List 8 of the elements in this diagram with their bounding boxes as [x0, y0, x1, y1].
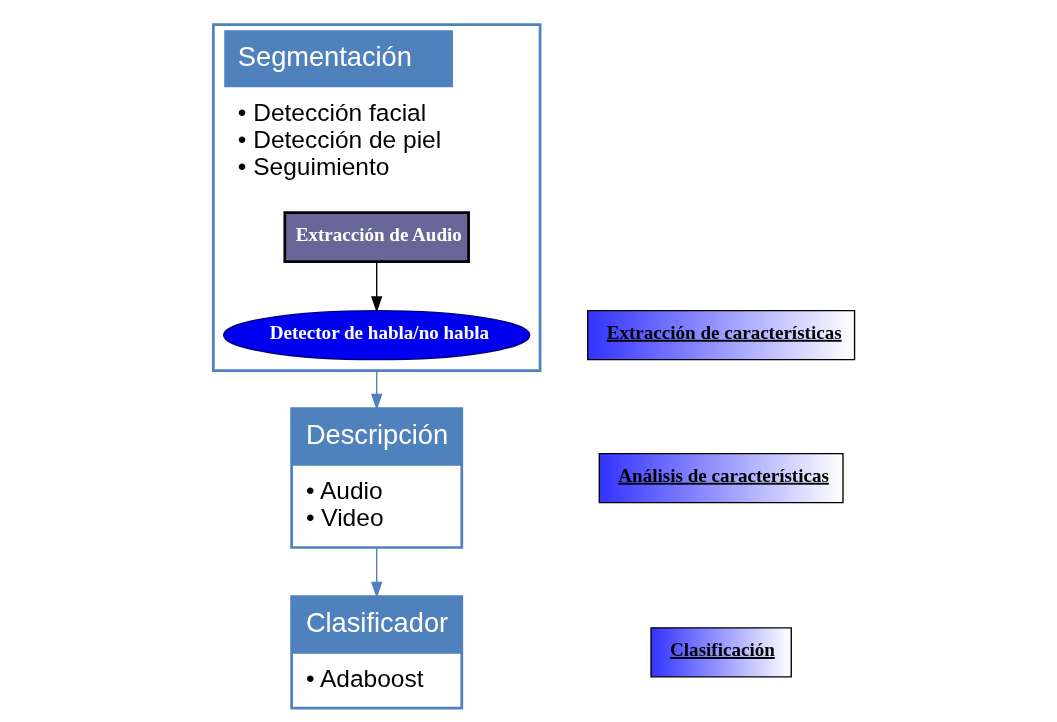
node-ellipse: Detector de habla/no habla — [223, 309, 531, 361]
node-box: Extracción de características — [587, 309, 856, 361]
node-box: Extracción de Audio — [283, 211, 470, 263]
node-box: Clasificación — [650, 627, 792, 678]
arrow — [371, 547, 383, 599]
node-box: Análisis de características — [598, 452, 844, 504]
arrow — [371, 369, 383, 411]
arrow — [371, 261, 383, 313]
